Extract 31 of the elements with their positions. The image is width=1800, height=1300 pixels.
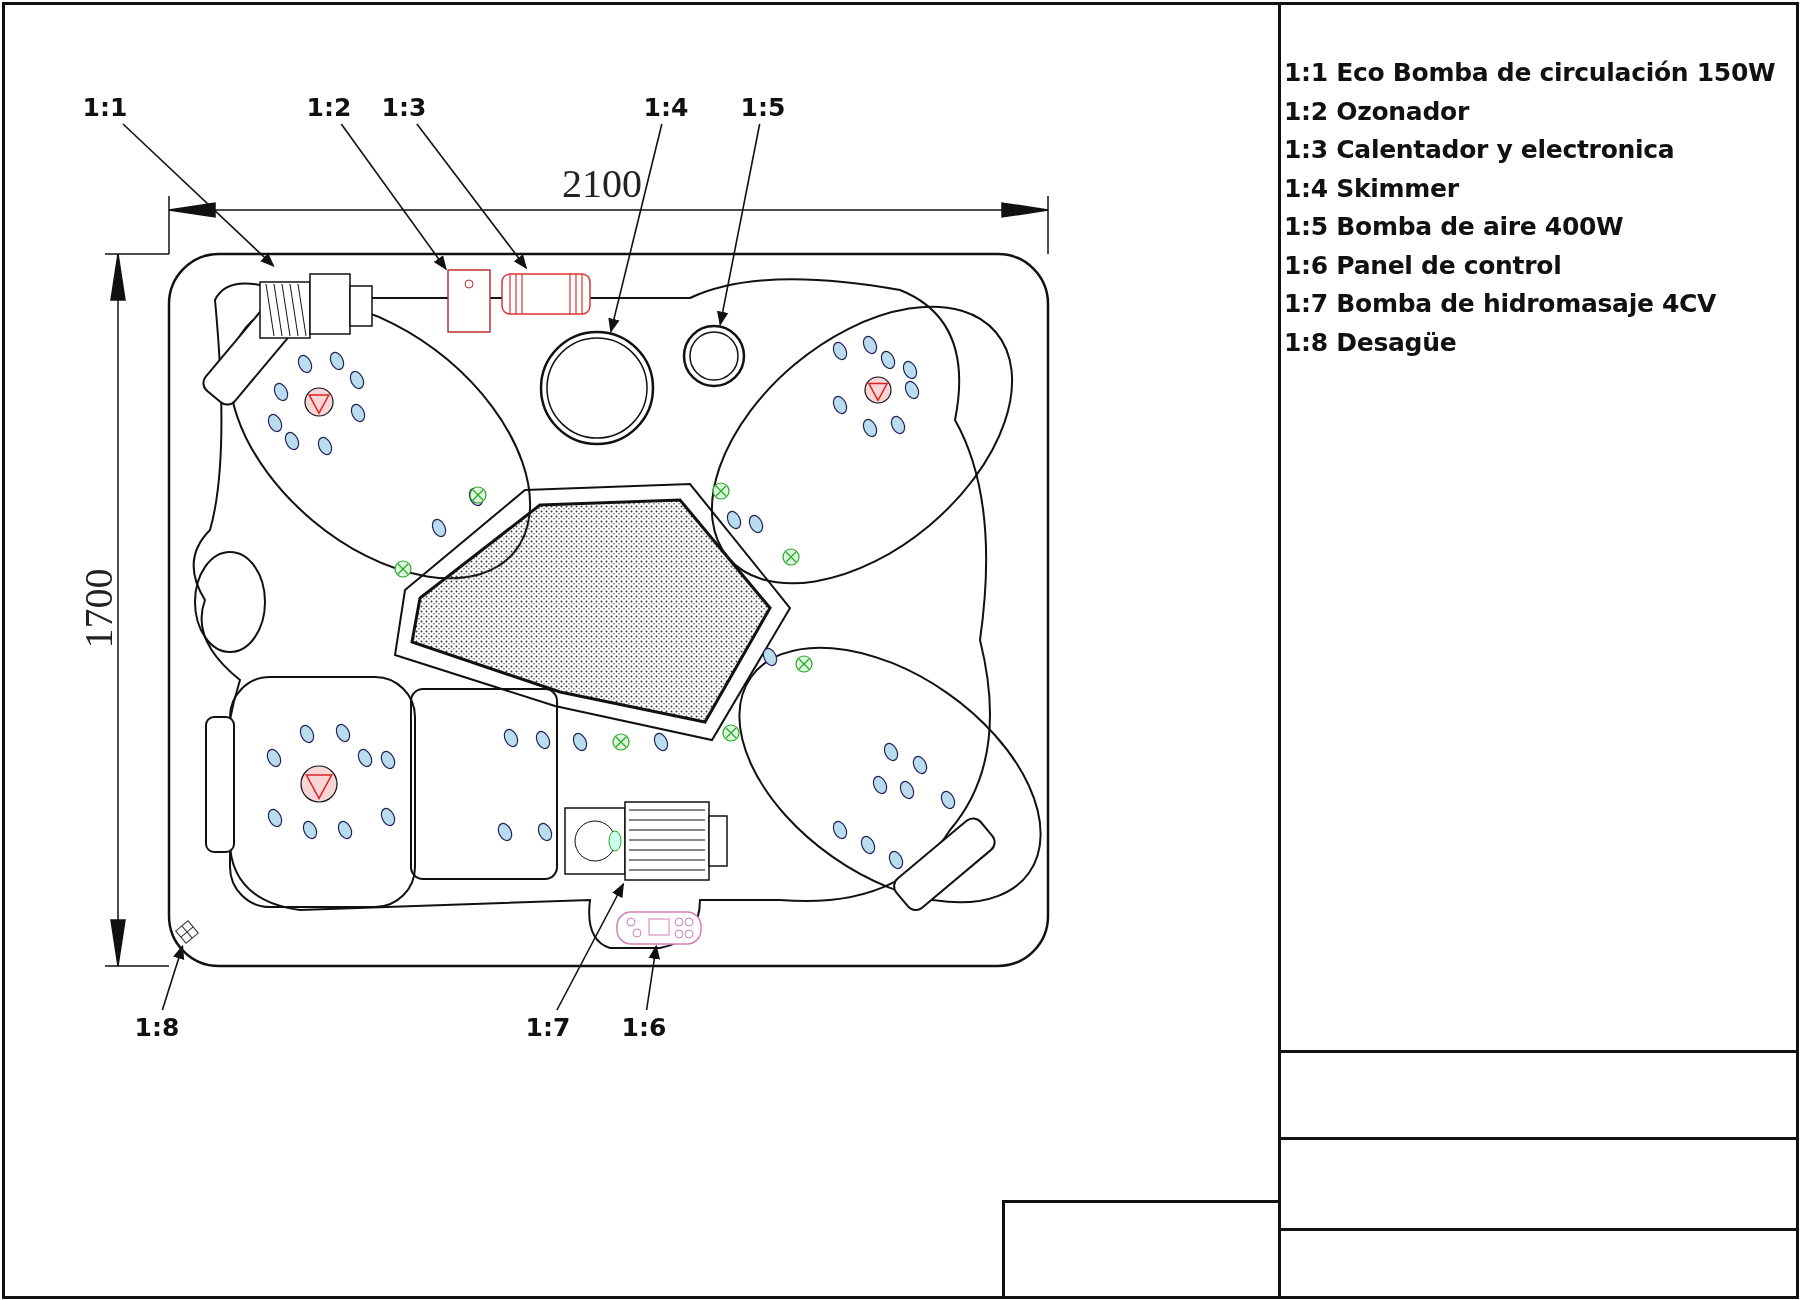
callout-number: 1:7 xyxy=(521,1010,575,1044)
leader-line xyxy=(645,944,661,1011)
callout-number: 1:1 xyxy=(78,90,132,124)
legend-text: 1:8 Desagüe xyxy=(1284,327,1458,357)
leader-line xyxy=(556,882,625,1011)
legend-text: 1:3 Calentador y electronica xyxy=(1284,135,1676,164)
legend-text: 1:4 Skimmer xyxy=(1284,173,1460,203)
callout-number: 1:5 xyxy=(736,90,790,124)
leader-line xyxy=(340,123,447,271)
dimension-label: 2100 xyxy=(562,160,642,207)
leader-line xyxy=(161,944,185,1011)
ozonator-drawing xyxy=(446,268,492,334)
callout-number: 1:8 xyxy=(130,1010,184,1044)
leader-line xyxy=(122,123,275,267)
callout-number: 1:4 xyxy=(639,90,693,124)
skimmer-drawing xyxy=(539,330,655,446)
callout-number: 1:3 xyxy=(377,90,431,124)
callout-number: 1:6 xyxy=(617,1010,671,1044)
control-panel-drawing xyxy=(615,910,703,946)
leader-line xyxy=(608,123,663,334)
jet-pump-drawing xyxy=(563,798,729,884)
legend-text: 1:1 Eco Bomba de circulación 150W xyxy=(1284,58,1777,87)
air-pump-drawing xyxy=(682,324,746,388)
legend-text: 1:5 Bomba de aire 400W xyxy=(1284,212,1625,241)
leader-line xyxy=(416,123,528,270)
callout-number: 1:2 xyxy=(302,90,356,124)
legend-text: 1:6 Panel de control xyxy=(1284,250,1563,280)
legend-text: 1:7 Bomba de hidromasaje 4CV xyxy=(1284,289,1718,318)
dimension-label: 1700 xyxy=(74,568,122,649)
leader-line xyxy=(717,123,761,326)
legend-text: 1:2 Ozonador xyxy=(1284,96,1471,126)
